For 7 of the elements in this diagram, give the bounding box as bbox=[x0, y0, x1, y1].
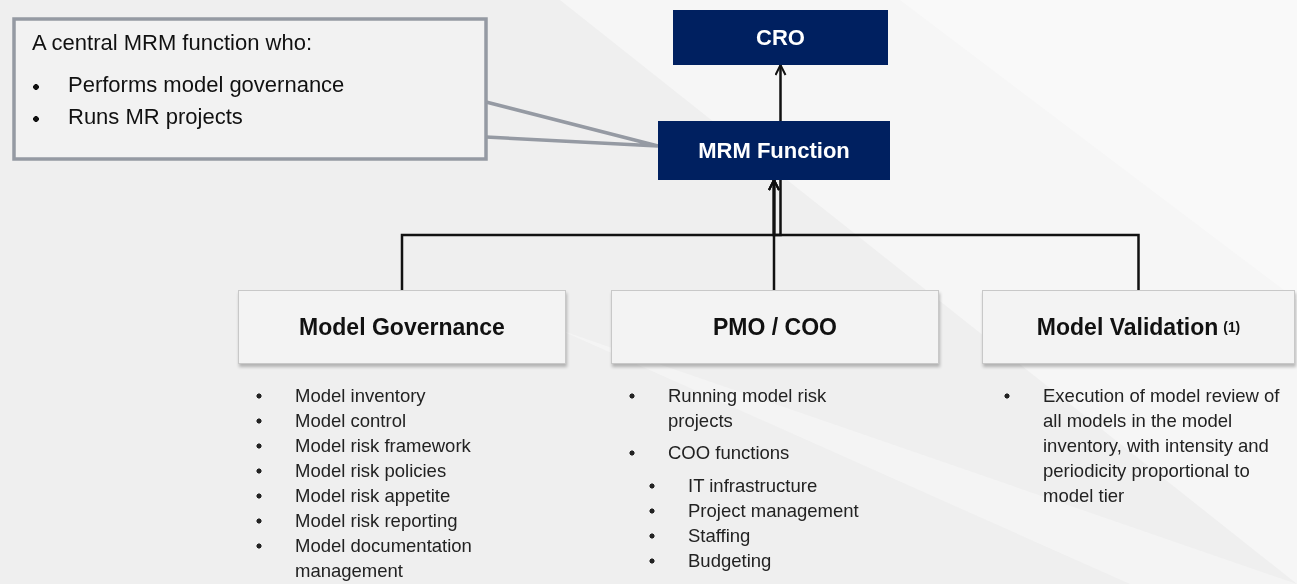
arrow bbox=[768, 179, 1140, 290]
role-box: CRO bbox=[673, 10, 888, 65]
unit-box: Model Validation $^{(1)}$ bbox=[982, 290, 1295, 364]
unit-box: Model Governance bbox=[238, 290, 566, 364]
unit-box: PMO / COO bbox=[611, 290, 939, 364]
function-box: MRM Function bbox=[658, 121, 890, 180]
callout-heading: A central MRM function who: bbox=[32, 30, 312, 56]
